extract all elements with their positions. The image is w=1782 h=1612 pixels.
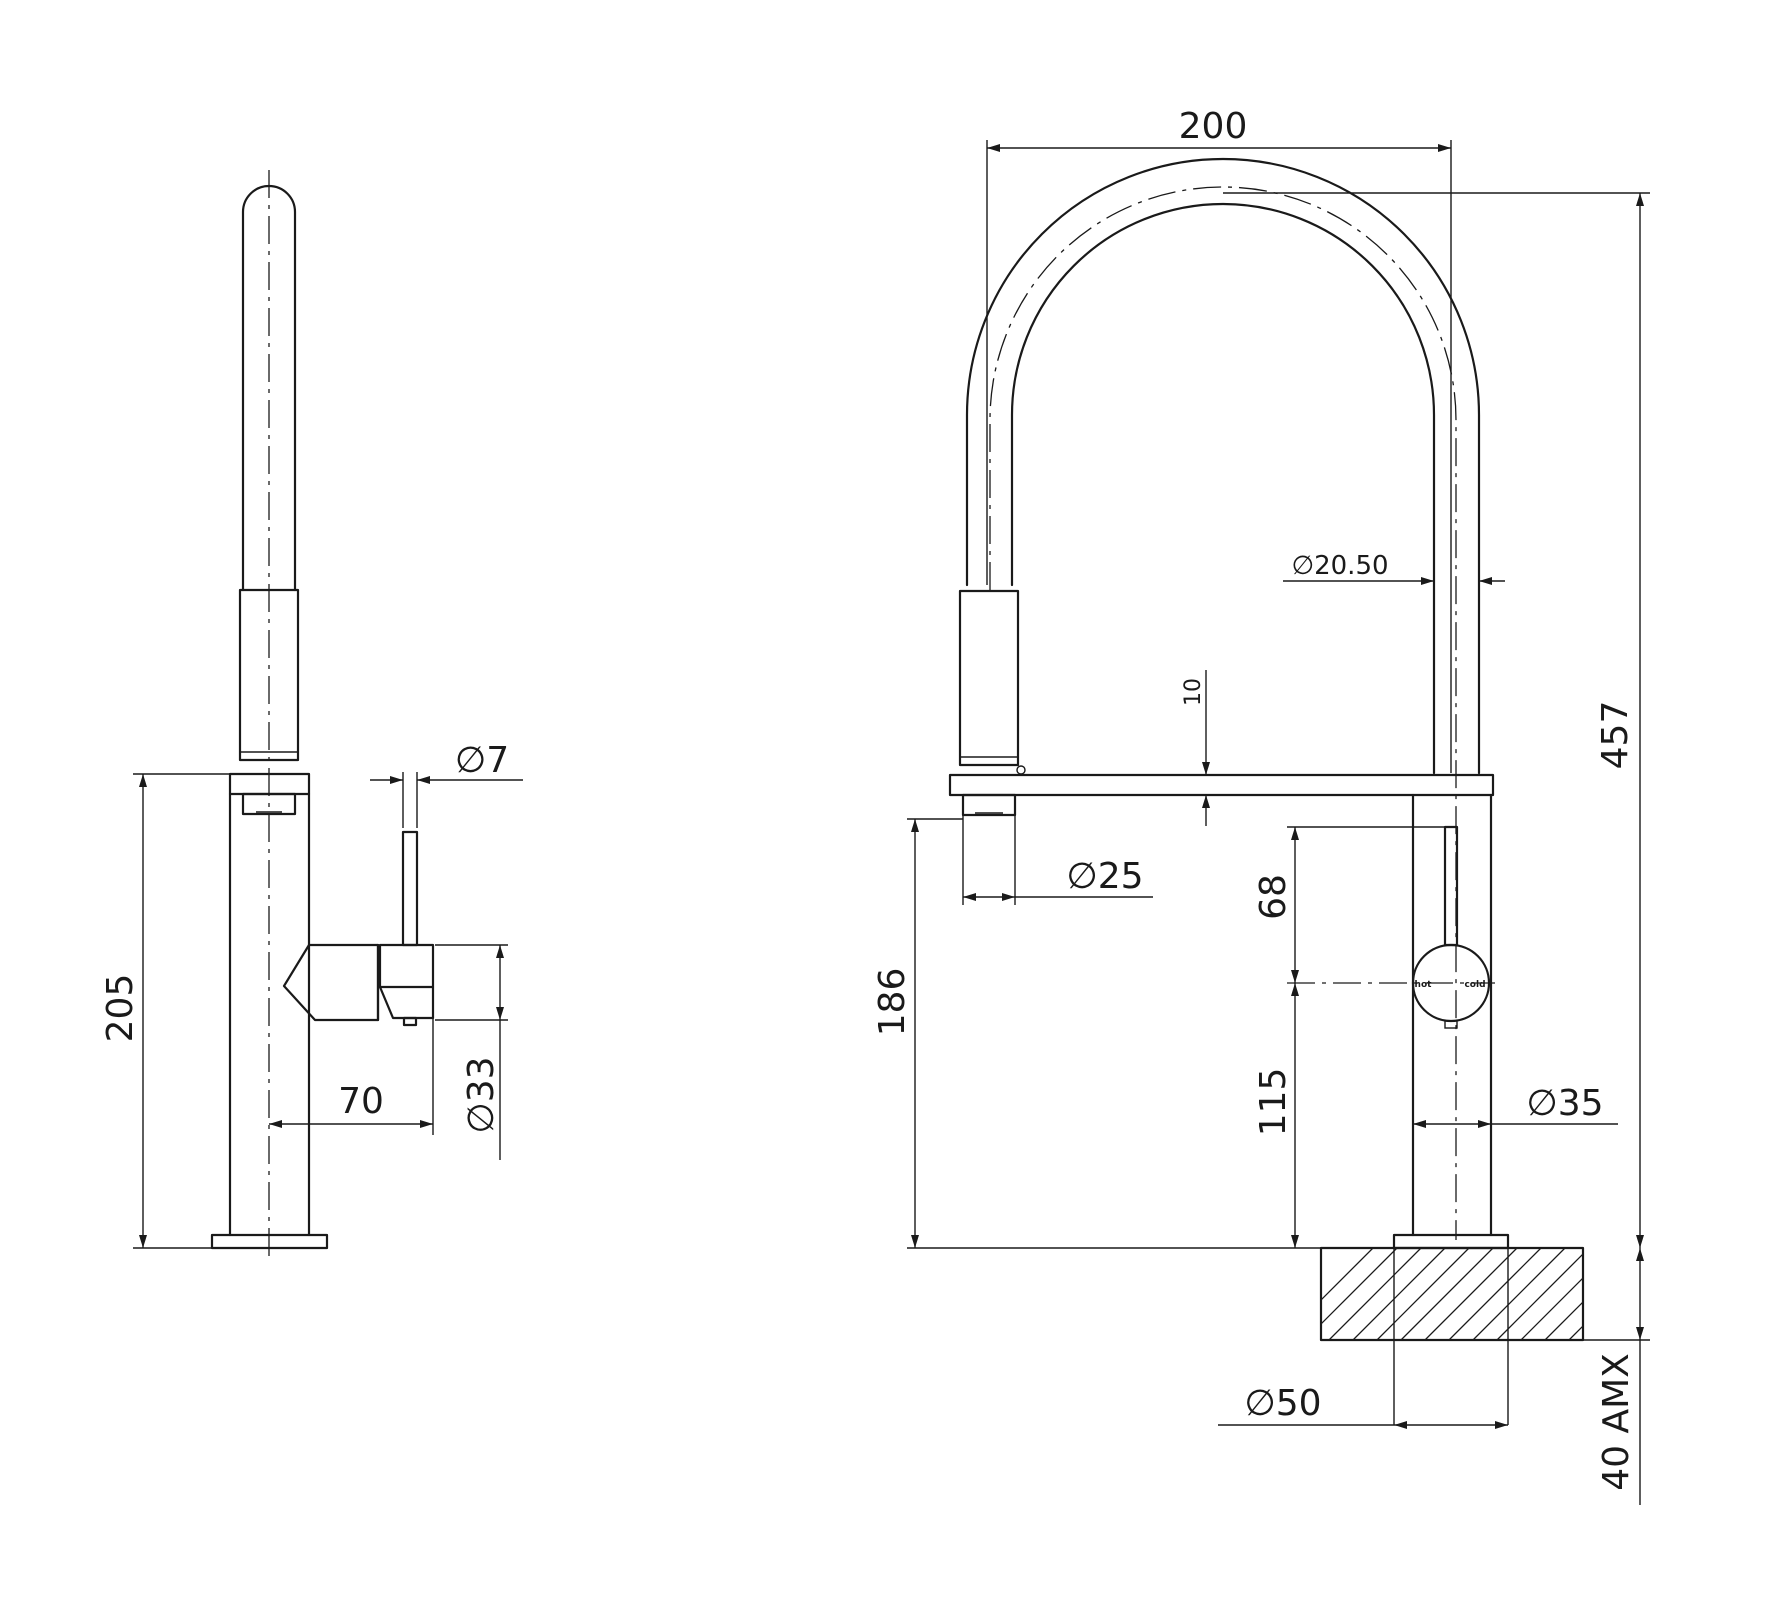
total-height-label: 457: [1595, 701, 1636, 770]
spray-head-diameter-label: ∅25: [1066, 856, 1143, 897]
handle-cold-label: cold: [1464, 980, 1485, 990]
base-diameter-label: ∅50: [1244, 1383, 1321, 1424]
front-view: hot cold 200 457: [872, 106, 1650, 1505]
mounting-thickness-label: 40 AMX: [1596, 1353, 1637, 1491]
spout-width-label: 200: [1179, 106, 1248, 147]
pin-diameter-label: ∅7: [455, 740, 509, 781]
body-diameter-label: ∅35: [1526, 1083, 1603, 1124]
lever-to-spout-label: 68: [1253, 874, 1294, 920]
spout-height-label: 186: [872, 968, 913, 1037]
side-view: 205 70 ∅33 ∅7: [100, 170, 523, 1260]
lever-diameter-label: ∅33: [461, 1056, 502, 1133]
lever-height-label: 115: [1253, 1068, 1294, 1137]
side-height-label: 205: [100, 974, 141, 1043]
handle-hot-label: hot: [1415, 980, 1433, 990]
clearance-label: 10: [1181, 678, 1206, 706]
spout-diameter-label: ∅20.50: [1291, 551, 1388, 581]
lever-offset-label: 70: [338, 1081, 384, 1122]
